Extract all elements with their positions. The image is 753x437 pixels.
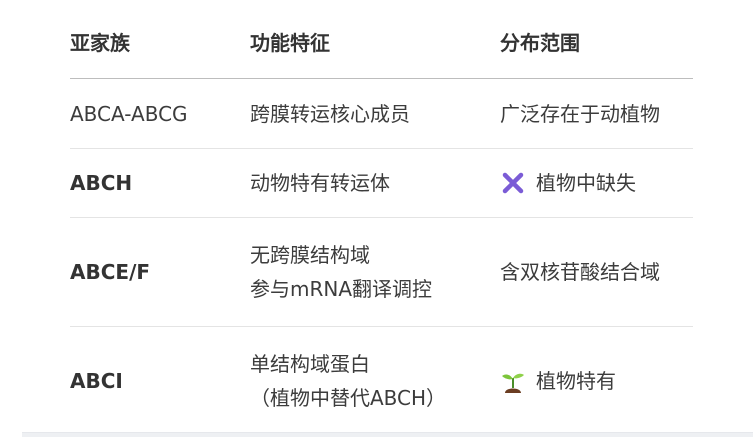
feature-line: （植物中替代ABCH） <box>250 386 447 410</box>
header-distribution: 分布范围 <box>500 31 580 55</box>
subfamily-cell: ABCA-ABCG <box>70 101 188 126</box>
header-feature: 功能特征 <box>250 31 330 55</box>
distribution-cell: 植物中缺失 <box>500 166 693 200</box>
feature-cell: 单结构域蛋白 （植物中替代ABCH） <box>250 347 500 415</box>
distribution-text: 含双核苷酸结合域 <box>500 260 660 284</box>
abc-subfamily-table: 亚家族 功能特征 分布范围 ABCA-ABCG 跨膜转运核心成员 广泛存在于动植… <box>70 0 693 435</box>
feature-line: 无跨膜结构域 <box>250 243 370 267</box>
distribution-text: 广泛存在于动植物 <box>500 101 660 126</box>
distribution-cell: 含双核苷酸结合域 <box>500 255 693 289</box>
subfamily-cell: ABCH <box>70 171 133 195</box>
distribution-text: 植物特有 <box>536 369 616 393</box>
table-row: ABCA-ABCG 跨膜转运核心成员 广泛存在于动植物 <box>70 79 693 149</box>
subfamily-cell: ABCE/F <box>70 260 151 284</box>
header-subfamily: 亚家族 <box>70 31 130 55</box>
feature-cell: 跨膜转运核心成员 <box>250 97 500 131</box>
feature-cell: 无跨膜结构域 参与mRNA翻译调控 <box>250 238 500 306</box>
table-row: ABCE/F 无跨膜结构域 参与mRNA翻译调控 含双核苷酸结合域 <box>70 218 693 327</box>
feature-line: 跨膜转运核心成员 <box>250 101 410 126</box>
feature-line: 参与mRNA翻译调控 <box>250 277 433 301</box>
distribution-text: 植物中缺失 <box>536 171 636 195</box>
distribution-cell: 植物特有 <box>500 364 693 398</box>
table-row: ABCI 单结构域蛋白 （植物中替代ABCH） 植物特有 <box>70 327 693 435</box>
table-header-row: 亚家族 功能特征 分布范围 <box>70 0 693 79</box>
feature-line: 单结构域蛋白 <box>250 352 370 376</box>
cross-mark-icon <box>500 170 526 196</box>
bottom-divider <box>22 432 753 437</box>
feature-cell: 动物特有转运体 <box>250 166 500 200</box>
subfamily-cell: ABCI <box>70 369 123 393</box>
seedling-icon <box>500 368 526 394</box>
table-row: ABCH 动物特有转运体 植物中缺失 <box>70 149 693 218</box>
distribution-cell: 广泛存在于动植物 <box>500 97 693 131</box>
feature-line: 动物特有转运体 <box>250 171 390 195</box>
